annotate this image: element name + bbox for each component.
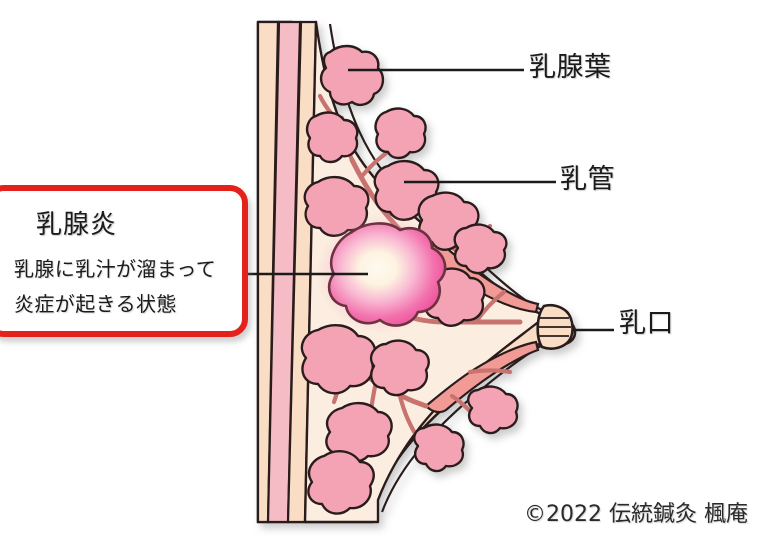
anatomy-body-group — [256, 20, 577, 524]
lobule-9 — [300, 324, 377, 395]
copyright-notice: ©2022 伝統鍼灸 楓庵 — [524, 502, 748, 527]
label-milk-duct: 乳管 — [560, 164, 615, 195]
lobule-1 — [319, 44, 385, 106]
leader-lines — [248, 68, 614, 332]
mastitis-callout-box: 乳腺炎 乳腺に乳汁が溜まって 炎症が起きる状態 — [0, 185, 248, 337]
lobule-13 — [413, 423, 465, 473]
inflamed-lobule-body — [327, 222, 447, 327]
lobule-2 — [305, 111, 359, 164]
callout-title: 乳腺炎 — [36, 210, 118, 240]
mammary-lobules — [300, 44, 519, 515]
callout-description-line-1: 乳腺に乳汁が溜まって — [14, 257, 217, 281]
inflamed-lobule — [316, 214, 448, 334]
lobule-3 — [374, 107, 427, 160]
callout-description-line-2: 炎症が起きる状態 — [14, 292, 177, 316]
lobule-14 — [467, 385, 519, 435]
lobule-11 — [325, 401, 393, 463]
lobule-10 — [369, 339, 430, 397]
lobule-7 — [453, 223, 508, 275]
duct-lower-branch-e — [467, 368, 513, 375]
duct-middle-branch-b — [473, 289, 507, 325]
label-nipple-opening: 乳口 — [619, 308, 674, 339]
label-mammary-lobe: 乳腺葉 — [529, 52, 612, 83]
duct-sinus-lower — [424, 340, 540, 414]
lobule-12 — [307, 450, 375, 515]
